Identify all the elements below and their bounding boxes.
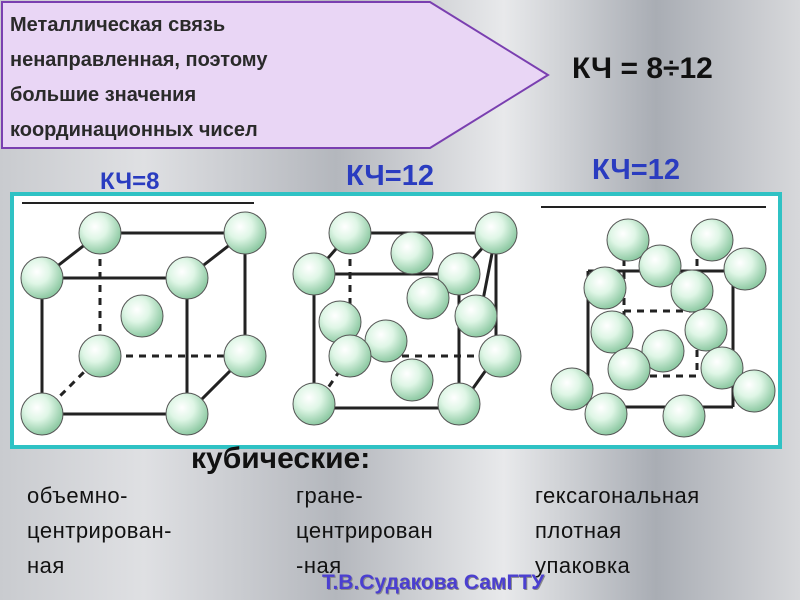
lattice-drawings: [20, 202, 776, 438]
heading-line-3: большие значения: [10, 84, 197, 106]
kch-range: КЧ = 8÷12: [572, 52, 713, 85]
heading-line-4: координационных чисел: [10, 119, 258, 141]
structure-name-bcc: объемно- центрирован- ная: [27, 483, 172, 578]
bcc-lattice: [22, 202, 254, 416]
kch-label-fcc: КЧ=12: [346, 160, 434, 192]
author-caption: Т.В.Судакова СамГТУ: [322, 571, 545, 594]
heading-line-2: ненаправленная, поэтому: [10, 49, 268, 71]
arrow-shape: [1, 0, 550, 149]
hcp-atoms: [550, 218, 776, 438]
crystal-lattice-panel: [10, 192, 782, 449]
heading-text: Металлическая связь ненаправленная, поэт…: [10, 8, 390, 148]
kch-label-hcp: КЧ=12: [592, 154, 680, 186]
heading-line-1: Металлическая связь: [10, 14, 226, 36]
kch-label-bcc: КЧ=8: [100, 168, 160, 195]
cubic-label: кубические:: [191, 442, 371, 475]
structure-name-fcc: гране- центрирован -ная: [296, 483, 434, 578]
structure-name-hcp: гексагональная плотная упаковка: [535, 483, 700, 578]
heading-arrow: Металлическая связь ненаправленная, поэт…: [0, 0, 552, 150]
fcc-atoms: [292, 211, 522, 426]
bcc-atoms: [20, 211, 267, 436]
